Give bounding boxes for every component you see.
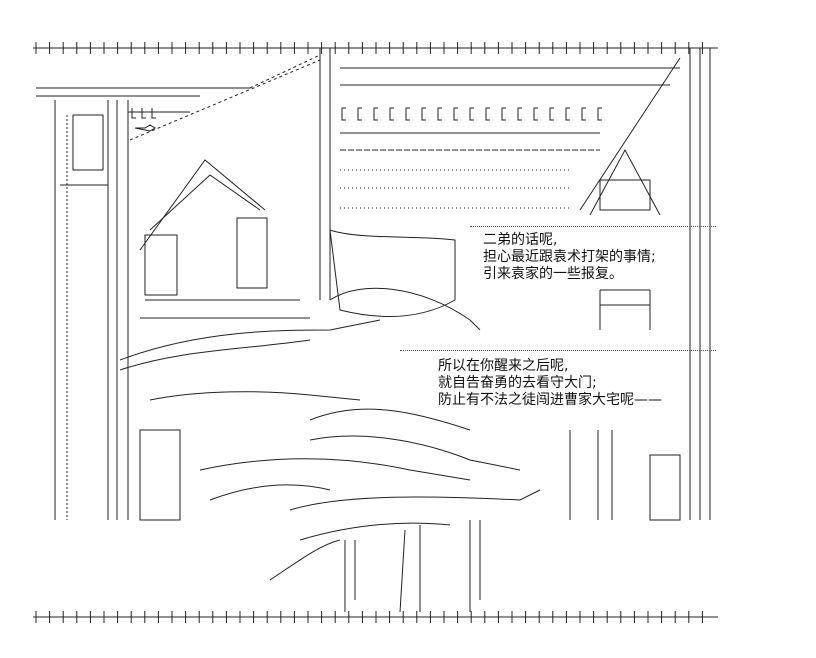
- bracket-mark: [501, 107, 506, 121]
- dialogue-line: 防止有不法之徒闯进曹家大宅呢——: [438, 392, 662, 408]
- bracket-mark: [373, 107, 378, 121]
- bracket-mark: [565, 107, 570, 121]
- dialogue-line: 二弟的话呢,: [483, 232, 558, 248]
- bracket-mark: [533, 107, 538, 121]
- left-building: [36, 54, 321, 520]
- bracket-mark: [469, 107, 474, 121]
- left-pavilion: [139, 159, 310, 319]
- dialogue-line: 引来袁家的一些报复。: [483, 266, 623, 282]
- bracket-mark: [517, 107, 522, 121]
- dialogue-box-1: 二弟的话呢, 担心最近跟袁术打架的事情; 引来袁家的一些报复。: [481, 232, 658, 283]
- bracket-mark: [405, 107, 410, 121]
- bracket-mark: [357, 107, 362, 121]
- bracket-mark: [485, 107, 490, 121]
- dialogue-line: 担心最近跟袁术打架的事情;: [483, 249, 656, 265]
- bottom-rail: [33, 611, 718, 623]
- top-rail: [33, 42, 718, 54]
- bracket-mark: [389, 107, 394, 121]
- dialogue-line: 就自告奋勇的去看守大门;: [438, 375, 597, 391]
- bracket-mark: [549, 107, 554, 121]
- lower-columns: [139, 429, 681, 521]
- character-figure: [119, 229, 541, 613]
- bracket-mark: [453, 107, 458, 121]
- bracket-mark: [421, 107, 426, 121]
- dialogue-line: 所以在你醒来之后呢,: [438, 358, 569, 374]
- bracket-mark: [341, 107, 346, 121]
- dotted-border: [470, 226, 716, 227]
- bracket-mark: [597, 107, 602, 121]
- dotted-border: [400, 350, 716, 351]
- dialogue-box-2: 所以在你醒来之后呢, 就自告奋勇的去看守大门; 防止有不法之徒闯进曹家大宅呢——: [436, 358, 664, 409]
- right-building: [319, 48, 711, 520]
- bracket-mark: [437, 107, 442, 121]
- bracket-mark: [581, 107, 586, 121]
